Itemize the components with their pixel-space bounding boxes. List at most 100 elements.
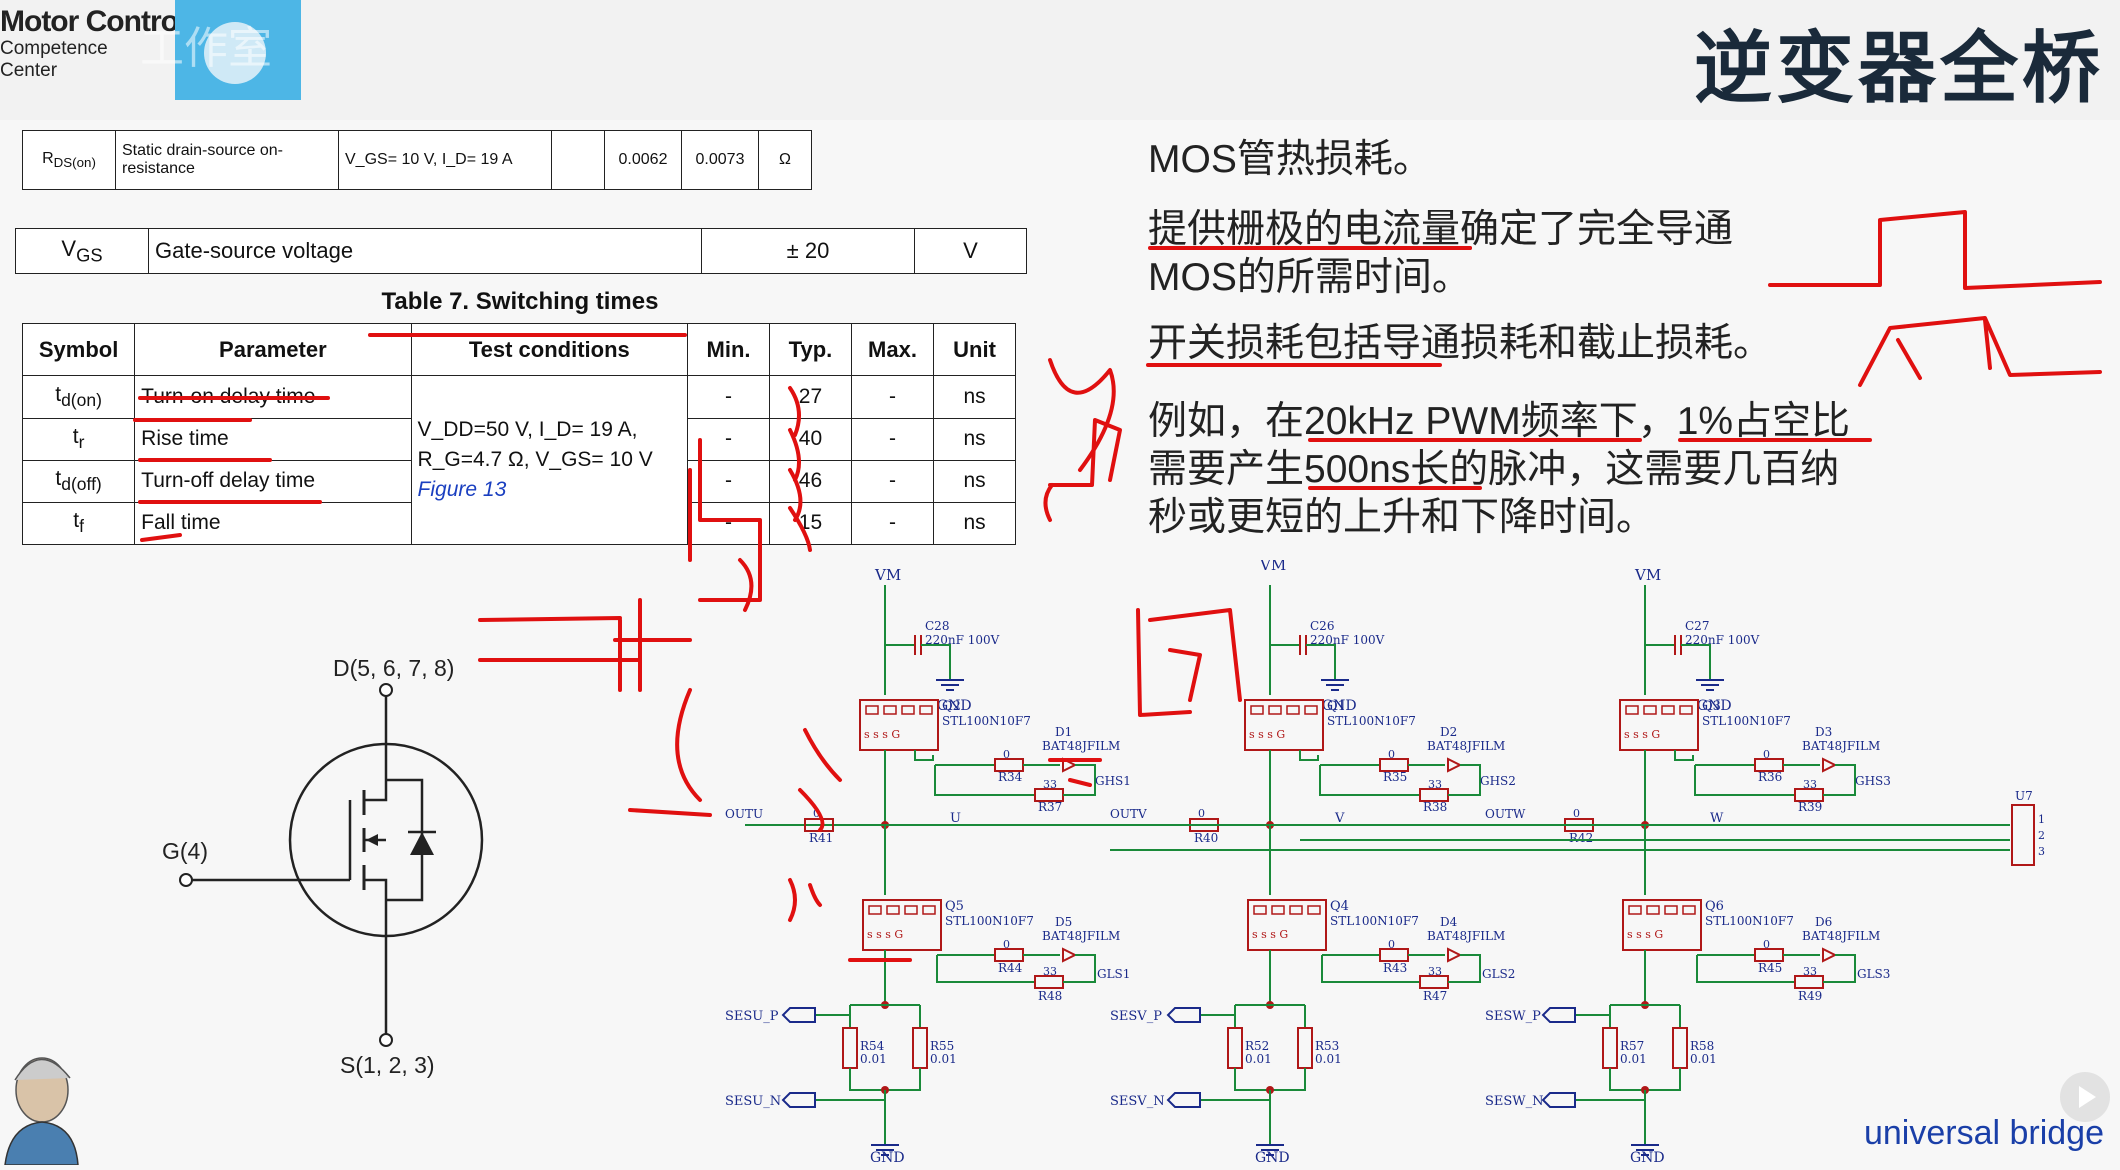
low-side-mosfet <box>1247 899 1327 951</box>
mosfet-pins: s s s G <box>1624 728 1660 741</box>
mosfet-pad <box>868 905 882 915</box>
table-row: td(on) Turn-on delay time V_DD=50 V, I_D… <box>21 375 1016 545</box>
mosfet-pins: s s s G <box>1249 728 1285 741</box>
diode-part: BAT48JFILM <box>1427 929 1505 943</box>
row-max: - <box>850 459 935 503</box>
mosfet-pad <box>1268 705 1282 715</box>
high-side-mosfet <box>1619 699 1699 751</box>
play-icon[interactable] <box>2060 1072 2110 1122</box>
figure-link[interactable]: Figure 13 <box>417 478 507 502</box>
resistor-label: R47 <box>1423 989 1447 1003</box>
note-pwm-example: 例如，在20kHz PWM频率下，1%占空比 需要产生500ns长的脉冲，这需要… <box>1148 398 1850 542</box>
note-line: 例如，在20kHz PWM频率下，1%占空比 <box>1148 400 1851 443</box>
resistor-label: R40 <box>1194 831 1218 845</box>
shunt-value: 0.01 <box>1620 1052 1647 1066</box>
diode-label: D3 <box>1815 725 1832 739</box>
wire <box>1674 750 1694 761</box>
presenter-avatar <box>0 1040 80 1166</box>
vgs-symbol: VGS <box>15 228 149 274</box>
diode-part: BAT48JFILM <box>1042 929 1120 943</box>
shunt-resistor <box>1227 1027 1243 1069</box>
row-max: - <box>850 375 935 419</box>
mosfet-label: Q4 <box>1330 899 1349 914</box>
rds-table: RDS(on) Static drain-source on-resistanc… <box>22 130 812 190</box>
resistor-value: 33 <box>1428 965 1442 978</box>
sense-port <box>1166 1092 1201 1108</box>
cap-label: C26 <box>1310 619 1334 633</box>
diode-label: D4 <box>1440 915 1458 929</box>
mosfet-pad <box>904 905 918 915</box>
mosfet-pad <box>1679 705 1693 715</box>
wire <box>1321 955 1420 983</box>
source-label: S(1, 2, 3) <box>340 1052 435 1078</box>
gnd-label: GND <box>937 698 972 714</box>
row-unit: ns <box>933 417 1016 461</box>
diode-label: D6 <box>1815 915 1832 929</box>
diode-part: BAT48JFILM <box>1802 739 1880 753</box>
resistor-label: R43 <box>1383 961 1407 975</box>
table7-title: Table 7. Switching times <box>381 288 659 315</box>
sense-port <box>1541 1092 1576 1108</box>
mosfet-part: STL100N10F7 <box>1330 914 1419 928</box>
mosfet-pad <box>886 905 900 915</box>
diode-icon <box>1447 757 1463 773</box>
diode-icon <box>1062 947 1078 963</box>
gnd-label: GND <box>1697 698 1732 714</box>
row-symbol: tr <box>21 417 136 461</box>
row-symbol: tf <box>21 501 136 546</box>
sense-net: SESV_N <box>1110 1094 1165 1109</box>
diode-icon <box>1822 757 1838 773</box>
gate-label: G(4) <box>162 838 208 864</box>
resistor-label: R34 <box>998 770 1023 784</box>
resistor-label: R38 <box>1423 800 1447 814</box>
gnd-label: GND <box>1322 698 1357 714</box>
wire <box>1696 955 1795 983</box>
shunt-resistor <box>1602 1027 1618 1069</box>
mosfet-label: Q6 <box>1705 899 1724 914</box>
mosfet-pad <box>865 705 879 715</box>
resistor-value: 0 <box>1388 938 1395 951</box>
wire <box>1306 644 1336 670</box>
table-row: RDS(on) Static drain-source on-resistanc… <box>22 130 812 190</box>
sense-net: SESV_P <box>1110 1009 1162 1024</box>
col-header: Test conditions <box>410 322 689 377</box>
note-gate-current: 提供栅极的电流量确定了完全导通 MOS的所需时间。 <box>1148 206 1733 302</box>
col-header: Symbol <box>21 322 136 377</box>
cap-label: C27 <box>1685 619 1709 633</box>
drain-label: D(5, 6, 7, 8) <box>333 655 455 681</box>
shunt-label: R54 <box>860 1039 885 1053</box>
sense-port <box>781 1007 816 1023</box>
shunt-label: R58 <box>1690 1039 1714 1053</box>
shunt-value: 0.01 <box>1690 1052 1717 1066</box>
sense-net: SESW_P <box>1485 1009 1541 1024</box>
resistor-value: 0 <box>1198 807 1205 820</box>
resistor-value: 0 <box>1003 938 1010 951</box>
output-net: OUTW <box>1485 807 1526 821</box>
row-parameter: Turn-off delay time <box>134 459 412 503</box>
resistor-value: 33 <box>1043 965 1057 978</box>
sense-port <box>1166 1007 1201 1023</box>
resistor-label: R42 <box>1569 831 1593 845</box>
phase-node: U <box>950 811 961 826</box>
wire <box>1063 954 1096 983</box>
rds-min <box>551 130 605 190</box>
mosfet-pad <box>1289 905 1303 915</box>
high-side-mosfet <box>859 699 939 751</box>
diode-part: BAT48JFILM <box>1042 739 1120 753</box>
wire <box>1448 954 1481 983</box>
resistor-label: R44 <box>998 961 1023 975</box>
shunt-value: 0.01 <box>930 1052 957 1066</box>
mosfet-pad <box>1682 905 1696 915</box>
resistor-value: 0 <box>1573 807 1580 820</box>
mosfet-pad <box>1271 905 1285 915</box>
resistor-value: 33 <box>1428 778 1442 791</box>
mosfet-pad <box>919 705 933 715</box>
row-max: - <box>850 417 935 461</box>
mosfet-pad <box>1250 705 1264 715</box>
wire <box>1823 764 1856 796</box>
sense-net: SESU_P <box>725 1009 779 1024</box>
vgs-parameter: Gate-source voltage <box>148 228 702 274</box>
low-side-mosfet <box>862 899 942 951</box>
logo-line-2: Competence <box>0 38 108 59</box>
